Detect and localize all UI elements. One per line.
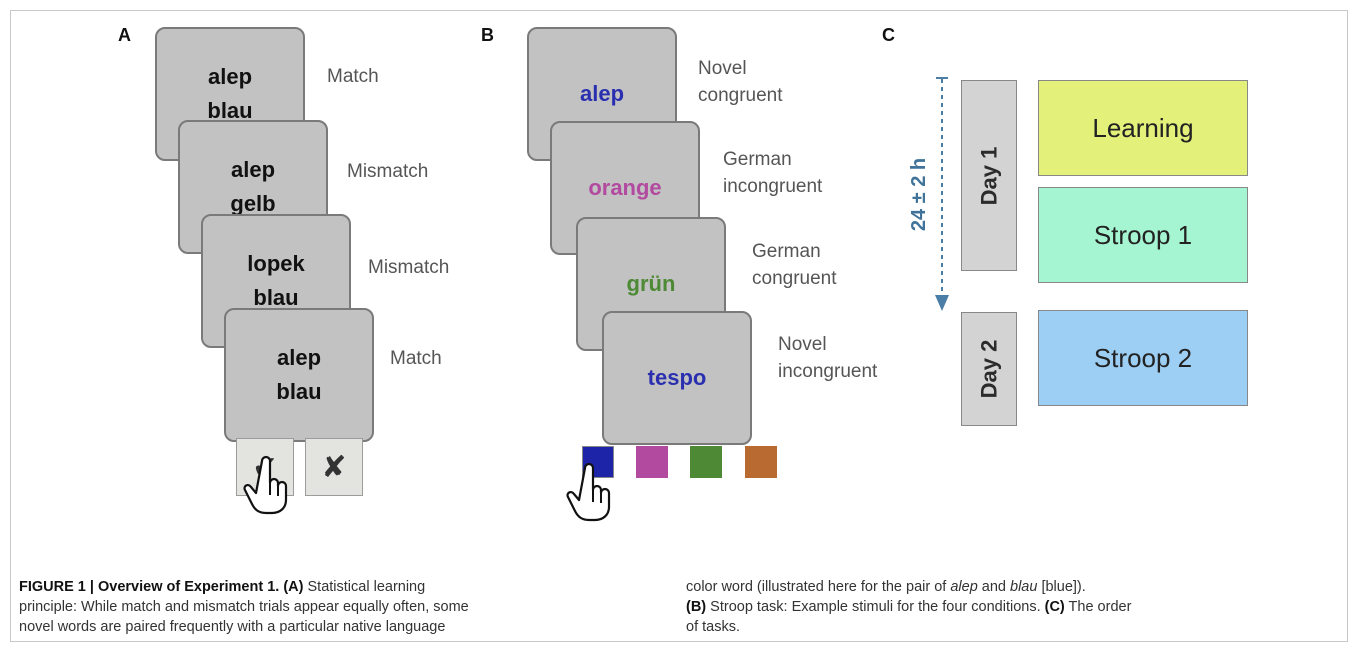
figure-caption-left: FIGURE 1 | Overview of Experiment 1. (A)… bbox=[19, 579, 469, 635]
panel-a-letter: A bbox=[118, 25, 131, 45]
time-interval-label: 24 ± 2 h bbox=[908, 157, 931, 232]
pointing-hand-icon bbox=[243, 455, 288, 515]
figure-caption-right: color word (illustrated here for the pai… bbox=[686, 579, 1132, 635]
cross-icon: ✘ bbox=[321, 450, 347, 484]
time-arrow bbox=[935, 77, 949, 311]
stroop-1-task-box: Stroop 1 bbox=[1038, 187, 1248, 283]
response-swatch-purple[interactable] bbox=[636, 446, 668, 478]
color-word: blau bbox=[253, 285, 299, 310]
panel-b-letter: B bbox=[481, 25, 494, 45]
day-1-box: Day 1 bbox=[961, 80, 1017, 271]
panel-c-letter: C bbox=[882, 25, 895, 45]
trial-label: Mismatch bbox=[347, 161, 429, 182]
stroop-2-task-box: Stroop 2 bbox=[1038, 310, 1248, 406]
learning-task-box: Learning bbox=[1038, 80, 1248, 176]
trial-label: Mismatch bbox=[368, 257, 450, 278]
mismatch-response-button[interactable]: ✘ bbox=[305, 438, 363, 496]
stroop-word: grün bbox=[626, 271, 676, 296]
color-word: blau bbox=[276, 379, 322, 404]
novel-word: lopek bbox=[247, 251, 305, 276]
color-word: blau bbox=[207, 98, 253, 123]
stroop-word: orange bbox=[588, 175, 662, 200]
stroop-word: tespo bbox=[647, 365, 707, 390]
stroop-word: alep bbox=[579, 81, 625, 106]
pointing-hand-icon bbox=[566, 462, 611, 522]
figure-label: FIGURE 1 | Overview of Experiment 1. bbox=[19, 579, 280, 595]
novel-word: alep bbox=[230, 157, 276, 182]
response-swatch-orange[interactable] bbox=[745, 446, 777, 478]
color-word: gelb bbox=[230, 191, 276, 216]
novel-word: alep bbox=[207, 64, 253, 89]
novel-word: alep bbox=[276, 345, 322, 370]
stroop-card: tespo bbox=[602, 311, 752, 445]
stimulus-card: alep blau bbox=[224, 308, 374, 442]
day-2-box: Day 2 bbox=[961, 312, 1017, 426]
trial-label: Match bbox=[390, 348, 442, 369]
figure-frame bbox=[10, 10, 1348, 642]
response-swatch-green[interactable] bbox=[690, 446, 722, 478]
trial-label: Match bbox=[327, 66, 379, 87]
